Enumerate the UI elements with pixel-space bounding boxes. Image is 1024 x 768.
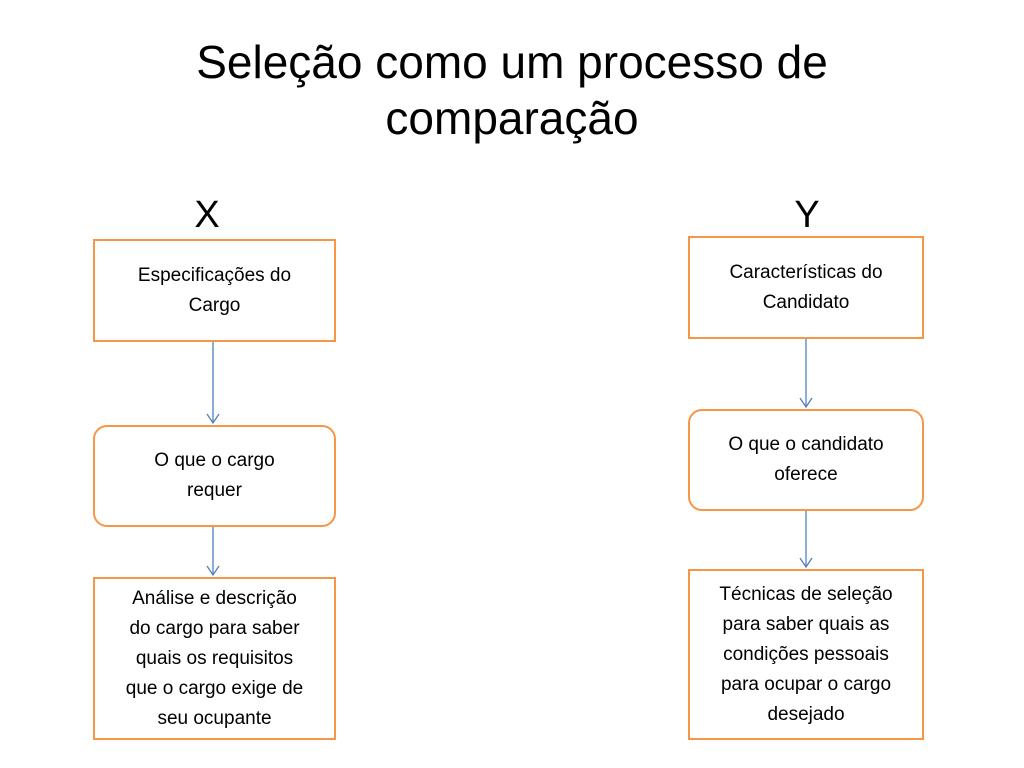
arrow-right-2-head <box>799 557 813 569</box>
box-job-analysis: Análise e descrição do cargo para saber … <box>93 577 336 740</box>
box-selection-techniques-text: Técnicas de seleção para saber quais as … <box>719 583 893 725</box>
box-job-analysis-text: Análise e descrição do cargo para saber … <box>125 587 304 729</box>
box-job-specifications: Especificações do Cargo <box>93 239 336 342</box>
box-job-requires: O que o cargo requer <box>93 425 336 527</box>
column-label-x: X <box>194 194 220 236</box>
box-selection-techniques: Técnicas de seleção para saber quais as … <box>688 569 924 740</box>
box-job-requires-text: O que o cargo requer <box>154 450 275 501</box>
box-candidate-offers-text: O que o candidato oferece <box>728 434 884 485</box>
box-candidate-offers: O que o candidato oferece <box>688 409 924 511</box>
box-job-specifications-text: Especificações do Cargo <box>137 264 292 316</box>
column-label-y: Y <box>794 194 820 236</box>
slide-title: Seleção como um processo de comparação <box>196 36 828 144</box>
arrow-right-1-head <box>799 397 813 409</box>
box-candidate-characteristics: Características do Candidato <box>688 236 924 339</box>
arrow-left-2-head <box>206 565 220 577</box>
box-candidate-characteristics-text: Características do Candidato <box>729 261 883 313</box>
arrow-left-1-head <box>206 413 220 425</box>
